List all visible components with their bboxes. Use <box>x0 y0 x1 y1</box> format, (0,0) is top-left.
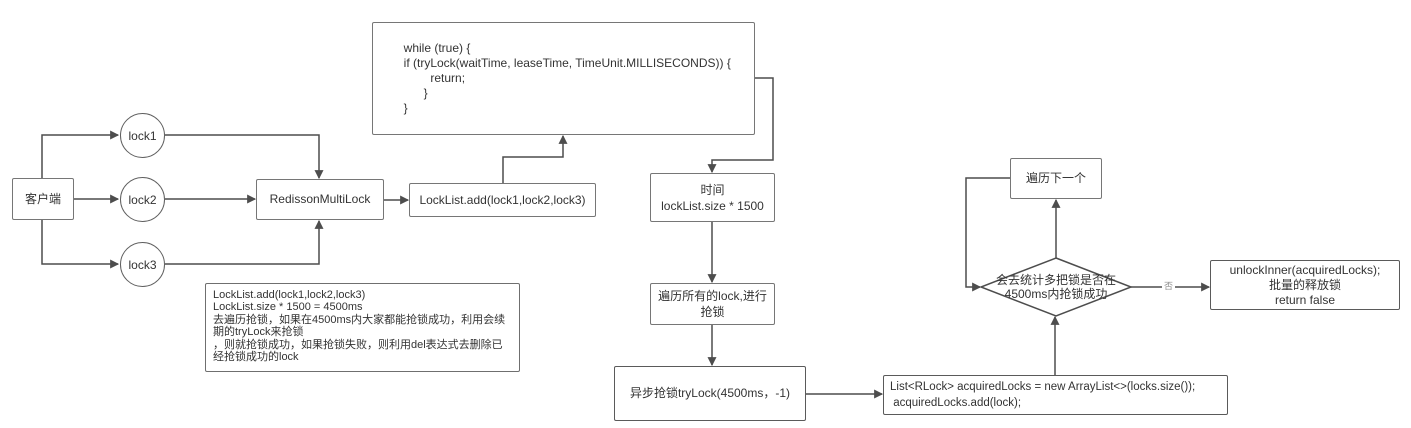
unlock-line: 批量的释放锁 <box>1268 277 1341 292</box>
iterate-line: 遍历所有的lock,进行 <box>658 289 767 303</box>
lock3-node: lock3 <box>120 242 165 287</box>
edge-lock3-to-multilock <box>165 219 324 265</box>
code-line: return; <box>397 71 466 85</box>
iterate-locks-node: 遍历所有的lock,进行 抢锁 <box>650 283 775 325</box>
time-line: 时间 <box>700 182 725 197</box>
next-iteration-node: 遍历下一个 <box>1010 158 1102 199</box>
lock2-label: lock2 <box>128 192 157 207</box>
decision-label: 会去统计多把锁是否在 4500ms内抢锁成功 <box>981 258 1131 316</box>
locklist-add-node: LockList.add(lock1,lock2,lock3) <box>409 183 596 217</box>
unlock-line: unlockInner(acquiredLocks); <box>1229 262 1381 277</box>
time-line: lockList.size * 1500 <box>661 198 764 213</box>
note-box: LockList.add(lock1,lock2,lock3) LockList… <box>205 283 520 372</box>
decision-diamond <box>978 257 1134 317</box>
multilock-label: RedissonMultiLock <box>269 192 371 206</box>
edge-next-loop-to-decision <box>965 177 1010 292</box>
edge-client-to-lock3 <box>41 220 120 269</box>
edge-while-to-time <box>707 77 774 174</box>
acquired-line: acquiredLocks.add(lock); <box>890 397 1022 409</box>
client-node: 客户端 <box>12 178 74 220</box>
multilock-node: RedissonMultiLock <box>256 179 384 220</box>
note-line: ，则就抢锁成功，如果抢锁失败，则利用del表达式去删除已 <box>213 338 503 351</box>
acquired-locks-node: List<RLock> acquiredLocks = new ArrayLis… <box>883 375 1228 415</box>
note-line: LockList.add(lock1,lock2,lock3) <box>213 289 366 301</box>
code-line: } <box>397 86 428 100</box>
while-code-node: while (true) { if (tryLock(waitTime, lea… <box>372 22 755 135</box>
iterate-line: 抢锁 <box>700 305 725 319</box>
locklist-add-label: LockList.add(lock1,lock2,lock3) <box>419 192 586 207</box>
edge-lock1-to-multilock <box>165 134 324 180</box>
note-line: LockList.size * 1500 = 4500ms <box>213 301 363 314</box>
acquired-line: List<RLock> acquiredLocks = new ArrayLis… <box>890 381 1196 393</box>
code-line: if (tryLock(waitTime, leaseTime, TimeUni… <box>397 56 731 70</box>
unlock-line: return false <box>1274 292 1336 307</box>
edge-locklist-to-while <box>502 134 568 183</box>
async-trylock-node: 异步抢锁tryLock(4500ms，-1) <box>614 366 806 421</box>
next-iteration-label: 遍历下一个 <box>1025 171 1086 185</box>
async-trylock-label: 异步抢锁tryLock(4500ms，-1) <box>629 386 791 400</box>
note-line: 经抢锁成功的lock <box>213 351 299 364</box>
decision-line: 4500ms内抢锁成功 <box>1004 287 1108 301</box>
lock1-node: lock1 <box>120 113 165 158</box>
code-line: } <box>397 101 408 115</box>
edge-client-to-lock1 <box>41 130 120 178</box>
unlock-inner-node: unlockInner(acquiredLocks); 批量的释放锁 retur… <box>1210 260 1400 310</box>
note-line: 去遍历抢锁，如果在4500ms内大家都能抢锁成功，利用会续 <box>213 313 506 326</box>
time-node: 时间 lockList.size * 1500 <box>650 173 775 222</box>
code-line: while (true) { <box>397 41 471 55</box>
lock2-node: lock2 <box>120 177 165 222</box>
lock3-label: lock3 <box>128 257 157 272</box>
no-edge-label: 否 <box>1162 281 1176 291</box>
decision-line: 会去统计多把锁是否在 <box>995 273 1116 287</box>
lock1-label: lock1 <box>128 128 157 143</box>
note-line: 期的tryLock来抢锁 <box>213 326 304 339</box>
client-label: 客户端 <box>24 191 61 206</box>
